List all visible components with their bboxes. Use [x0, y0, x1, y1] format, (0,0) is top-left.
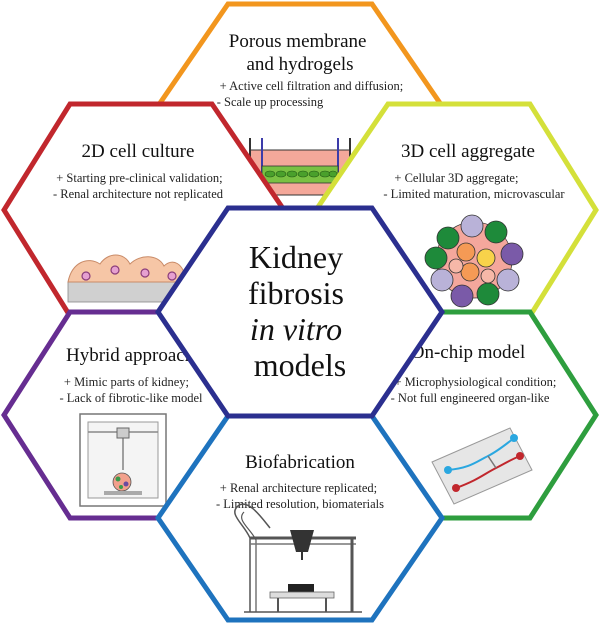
svg-text:Biofabrication: Biofabrication — [245, 452, 355, 473]
hex-2d-desc-2: - Renal architecture not replicated — [53, 187, 224, 201]
svg-text:+ Active cell filtration and d: + Active cell filtration and diffusion; … — [217, 79, 407, 109]
svg-text:+ Microphysiological condition: + Microphysiological condition; - Not fu… — [391, 375, 560, 405]
hex-hybrid-title: Hybrid approaches — [66, 345, 210, 366]
hex-3d-desc-1: + Cellular 3D aggregate; — [394, 171, 518, 185]
hex-center: Kidney fibrosis in vitro models — [154, 205, 446, 419]
hex-2d-desc-1: + Starting pre-clinical validation; — [56, 171, 222, 185]
svg-text:+ Starting pre-clinical valida: + Starting pre-clinical validation; - Re… — [53, 171, 226, 201]
svg-text:Hybrid approaches: Hybrid approaches — [66, 345, 210, 366]
hex-onchip-desc-1: + Microphysiological condition; — [394, 375, 556, 389]
center-title-line-4: models — [254, 347, 346, 383]
cell-aggregate-icon — [424, 214, 524, 308]
hex-3d-desc-2: - Limited maturation, microvascular — [383, 187, 565, 201]
svg-text:+ Mimic parts of kidney;: + Mimic parts of kidney; - Lack of fibro… — [60, 375, 204, 405]
svg-text:2D cell culture: 2D cell culture — [82, 141, 195, 162]
svg-text:On-chip model: On-chip model — [411, 342, 526, 363]
hex-biofab-desc-2: - Limited resolution, biomaterials — [216, 497, 384, 511]
hex-biofab-title: Biofabrication — [245, 452, 355, 473]
hex-2d-title: 2D cell culture — [82, 141, 195, 162]
hex-center-outline — [154, 205, 446, 419]
center-title-line-1: Kidney — [249, 239, 343, 275]
hex-hybrid-desc-1: + Mimic parts of kidney; — [64, 375, 189, 389]
hex-3d-title: 3D cell aggregate — [401, 141, 535, 162]
bioprinter-icon — [79, 413, 167, 507]
center-title-line-2: fibrosis — [248, 275, 344, 311]
hex-hybrid-desc-2: - Lack of fibrotic-like model — [60, 391, 204, 405]
hex-onchip-desc-2: - Not full engineered organ-like — [391, 391, 550, 405]
hex-biofabrication: Biofabrication + Renal architecture repl… — [154, 413, 446, 623]
hex-porous-desc-2: - Scale up processing — [217, 95, 324, 109]
svg-text:+ Cellular 3D aggregate;: + Cellular 3D aggregate; - Limited matur… — [383, 171, 565, 201]
hex-porous-title-1: Porous membrane — [229, 31, 367, 52]
hex-biofab-desc-1: + Renal architecture replicated; — [220, 481, 377, 495]
svg-text:+ Renal architecture replicate: + Renal architecture replicated; - Limit… — [216, 481, 384, 511]
hex-porous-desc-1: + Active cell filtration and diffusion; — [220, 79, 404, 93]
2d-cells-icon — [67, 254, 187, 303]
svg-text:3D cell aggregate: 3D cell aggregate — [401, 141, 535, 162]
microfluidic-chip-icon — [431, 427, 533, 505]
hex-porous-title-2: and hydrogels — [246, 54, 353, 75]
3d-printer-icon — [234, 503, 362, 613]
center-title-line-3: in vitro — [250, 311, 342, 347]
hex-onchip-title: On-chip model — [411, 342, 526, 363]
svg-text:Kidney fibrosis in: Kidney fibrosis in vitro models — [248, 239, 352, 383]
svg-text:Porous membrane and hydr: Porous membrane and hydrogels — [229, 31, 371, 75]
